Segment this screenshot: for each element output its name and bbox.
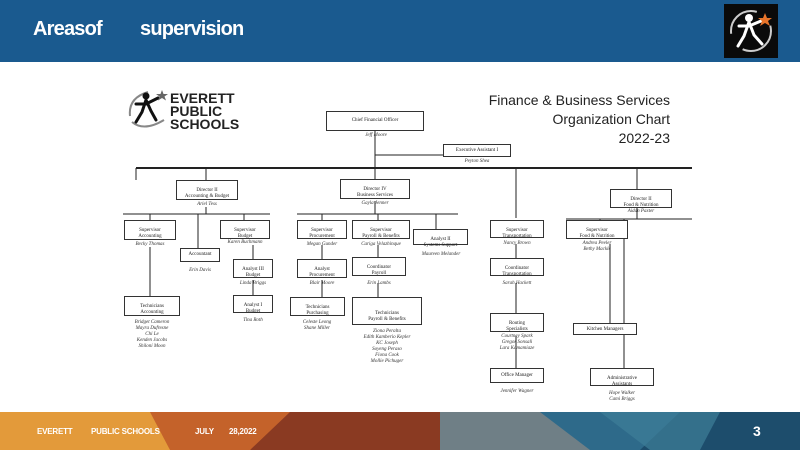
org-node-title: Coordinator Transportation: [502, 266, 532, 277]
org-node-supervisor-procurement: Supervisor Procurement: [297, 220, 347, 239]
org-node-names: Tina Roth: [243, 318, 263, 323]
org-node-title: Office Manager: [501, 373, 533, 378]
page-number: 3: [753, 423, 761, 439]
everett-logo-icon: [124, 86, 172, 134]
org-node-names: Gayla Jenner: [361, 201, 389, 206]
org-node-analyst-systems: Analyst II Systems Support: [413, 229, 468, 248]
district-logo-line: PUBLIC: [170, 103, 223, 119]
org-node-kitchen-managers: Kitchen Managers: [573, 323, 637, 335]
footer-org-name-2: PUBLIC SCHOOLS: [91, 427, 160, 436]
org-node-title: Analyst I Budget: [243, 303, 263, 314]
org-node-title: Supervisor Transportation: [502, 228, 532, 239]
org-node-title: Coordinator Payroll: [366, 265, 392, 276]
org-node-names: Sarah Hackett: [502, 281, 532, 286]
district-logo-line: EVERETT: [170, 90, 235, 106]
org-node-names: Peyton Shea: [464, 159, 490, 164]
org-node-technicians-payroll: Technicians Payroll & Benefits: [352, 297, 422, 325]
org-chart-connectors: [123, 130, 692, 368]
org-node-title: Analyst III Budget: [242, 267, 264, 278]
org-node-analyst-budget-2: Analyst I Budget: [233, 295, 273, 314]
org-node-technicians-purchasing: Technicians Purchasing: [290, 297, 345, 316]
org-chart: EVERETT PUBLIC SCHOOLS Finance & Busines…: [0, 62, 800, 412]
org-node-coordinator-transportation: Coordinator Transportation: [490, 258, 544, 277]
district-logo-line: SCHOOLS: [170, 116, 240, 132]
district-logo-text: EVERETT PUBLIC SCHOOLS: [170, 90, 240, 132]
org-node-supervisor-food: Supervisor Food & Nutrition: [566, 220, 628, 239]
footer-org-name: EVERETT: [37, 427, 73, 436]
org-node-director-business: Director IV Business Services: [340, 179, 410, 199]
org-node-supervisor-payroll: Supervisor Payroll & Benefits: [352, 220, 410, 239]
org-node-names: Hope Walker Cami Briggs: [608, 391, 636, 402]
org-node-title: Accountant: [188, 252, 212, 257]
org-node-title: Supervisor Budget: [234, 228, 256, 239]
org-node-title: Chief Financial Officer: [351, 118, 399, 123]
org-node-title: Director II Food & Nutrition: [623, 197, 659, 208]
org-node-title: Executive Assistant I: [455, 148, 499, 153]
org-node-cfo: Chief Financial Officer: [326, 111, 424, 131]
org-node-supervisor-budget: Supervisor Budget: [220, 220, 270, 239]
slide-header: Areasof supervision: [0, 0, 800, 62]
org-node-analyst-procurement: Analyst Procurement: [297, 259, 347, 278]
org-node-title: Routing Specialists: [506, 321, 528, 332]
org-node-names: Blair Moore: [309, 281, 335, 286]
org-node-title: Administrative Assistants: [607, 376, 637, 387]
org-node-names: Linda Briggs: [239, 281, 267, 286]
org-node-director-food: Director II Food & Nutrition: [610, 189, 672, 208]
org-node-names: Maureen Melander: [421, 252, 461, 257]
org-node-title: Supervisor Procurement: [309, 228, 335, 239]
org-node-names: Ariel Tess: [197, 202, 217, 207]
org-node-title: Analyst Procurement: [309, 267, 335, 278]
footer-background-art: [0, 412, 800, 450]
org-node-names: Becky Thomas: [135, 242, 165, 247]
org-node-names: Ziona Peralta Edith Kamberio Kepler KC J…: [363, 329, 411, 364]
org-node-supervisor-accounting: Supervisor Accounting: [124, 220, 176, 240]
org-chart-title-line: 2022-23: [618, 130, 670, 146]
org-node-title: Director IV Business Services: [357, 187, 393, 198]
org-node-title: Kitchen Managers: [586, 327, 624, 332]
org-node-names: Nancy Brown: [503, 241, 531, 246]
footer-date-day: 28,2022: [229, 427, 257, 436]
org-node-title: Supervisor Accounting: [138, 228, 162, 239]
slide-footer: [0, 412, 800, 450]
org-node-title: Analyst II Systems Support: [423, 237, 458, 248]
org-node-administrative-assistants: Administrative Assistants: [590, 368, 654, 387]
org-chart-title: Finance & Business Services Organization…: [489, 91, 670, 148]
org-node-routing-specialists: Routing Specialists: [490, 313, 544, 332]
org-node-names: Jeff Moore: [365, 133, 387, 138]
org-node-coordinator-payroll: Coordinator Payroll: [352, 257, 406, 276]
org-node-names: Cariga Velazhinque: [361, 242, 401, 247]
slide-title-part2: supervision: [140, 18, 244, 40]
org-node-title: Technicians Payroll & Benefits: [368, 311, 406, 322]
org-node-title: Supervisor Payroll & Benefits: [362, 228, 400, 239]
org-node-names: Courtney Spark Gregor Sonsali Lara Kamam…: [499, 334, 535, 351]
footer-date-month: JULY: [195, 427, 214, 436]
org-node-executive-assistant: Executive Assistant I: [443, 144, 511, 157]
org-node-title: Technicians Purchasing: [305, 305, 330, 316]
org-node-title: Supervisor Food & Nutrition: [579, 228, 615, 239]
org-node-names: Erin Davis: [189, 268, 211, 273]
org-node-names: Jennifer Wagner: [500, 389, 534, 394]
org-chart-title-line: Finance & Business Services: [488, 92, 670, 108]
org-node-title: Director II Accounting & Budget: [184, 188, 230, 199]
org-node-accountant: Accountant: [180, 248, 220, 262]
org-chart-title-line: Organization Chart: [552, 111, 670, 127]
org-node-analyst-budget: Analyst III Budget: [233, 259, 273, 278]
org-node-director-accounting: Director II Accounting & Budget: [176, 180, 238, 200]
org-node-names: Aidan Paxter: [627, 209, 655, 214]
org-node-supervisor-transportation: Supervisor Transportation: [490, 220, 544, 239]
org-node-names: Karen Buchmann: [227, 240, 263, 245]
org-node-office-manager: Office Manager: [490, 368, 544, 383]
org-node-technicians-accounting: Technicians Accounting: [124, 296, 180, 316]
org-node-names: Celeste Leong Shane Miller: [302, 320, 332, 331]
org-node-names: Bridget Cameron Mayra Dufresne Chi Le Ke…: [134, 320, 170, 349]
district-logo-icon: [724, 4, 778, 58]
org-node-names: Erin Lambs: [367, 281, 391, 286]
org-node-names: Megan Gunder: [306, 242, 338, 247]
org-node-names: Andrea Peeler Bethy Mackle: [582, 241, 612, 252]
org-node-title: Technicians Accounting: [140, 304, 164, 315]
slide-title-part1: Areasof: [33, 18, 103, 40]
